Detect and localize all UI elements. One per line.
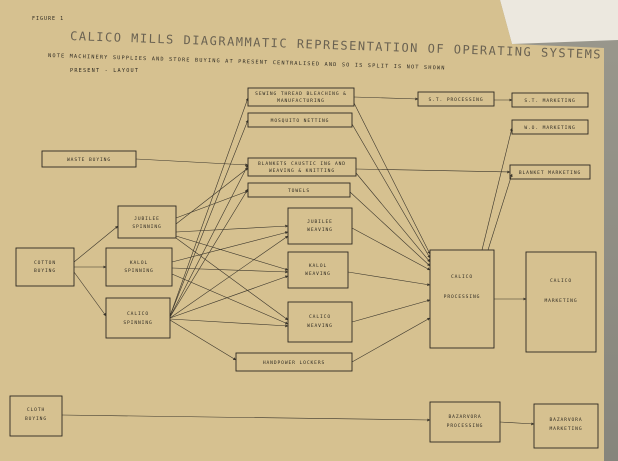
svg-text:PROCESSING: PROCESSING <box>447 423 484 429</box>
svg-text:JUBILEE: JUBILEE <box>307 219 333 225</box>
svg-text:BUYING: BUYING <box>34 268 56 274</box>
svg-text:SPINNING: SPINNING <box>132 224 161 230</box>
node-calico-spinning: CALICO SPINNING <box>105 297 171 339</box>
svg-text:MARKETING: MARKETING <box>550 426 583 432</box>
svg-text:BAZARVORA: BAZARVORA <box>449 414 482 420</box>
node-waste-buying: WASTE BUYING <box>41 150 137 168</box>
svg-text:HANDPOWER LOCKERS: HANDPOWER LOCKERS <box>263 360 325 366</box>
node-st-marketing: S.T. MARKETING <box>511 92 589 108</box>
node-calico-marketing: CALICO MARKETING <box>525 251 597 353</box>
figure-number: FIGURE 1 <box>32 16 64 22</box>
svg-text:BLANKETS CAUSTIC ING AND: BLANKETS CAUSTIC ING AND <box>258 161 346 167</box>
svg-text:WEAVING: WEAVING <box>305 271 331 277</box>
node-handpower-lockers: HANDPOWER LOCKERS <box>235 352 353 372</box>
node-sewing-thread: SEWING THREAD BLEACHING & MANUFACTURING <box>247 87 355 107</box>
svg-text:S.T. PROCESSING: S.T. PROCESSING <box>429 97 484 103</box>
node-jubilee-spinning: JUBILEE SPINNING <box>117 205 177 239</box>
svg-text:CALICO: CALICO <box>309 314 331 320</box>
svg-text:WASTE BUYING: WASTE BUYING <box>67 157 111 163</box>
node-cotton-buying: COTTON BUYING <box>15 247 75 287</box>
svg-text:W.O. MARKETING: W.O. MARKETING <box>524 125 575 131</box>
svg-text:CLOTH: CLOTH <box>27 407 45 413</box>
node-mosquito-netting: MOSQUITO NETTING <box>247 112 353 128</box>
node-cloth-buying: CLOTH BUYING <box>9 395 63 437</box>
svg-text:MOSQUITO NETTING: MOSQUITO NETTING <box>271 118 330 124</box>
node-bazaar-marketing: BAZARVORA MARKETING <box>533 403 599 449</box>
svg-text:CALICO: CALICO <box>451 274 473 280</box>
svg-text:MANUFACTURING: MANUFACTURING <box>277 98 325 104</box>
svg-text:KALOL: KALOL <box>309 263 327 269</box>
node-wo-marketing: W.O. MARKETING <box>511 119 589 135</box>
svg-text:BLANKET MARKETING: BLANKET MARKETING <box>519 170 581 176</box>
connector-lines <box>61 96 535 426</box>
background-page <box>500 0 618 44</box>
svg-text:JUBILEE: JUBILEE <box>134 216 160 222</box>
svg-text:SPINNING: SPINNING <box>124 268 153 274</box>
svg-text:S.T. MARKETING: S.T. MARKETING <box>524 98 575 104</box>
diagram-subtitle: PRESENT - LAYOUT <box>70 68 139 74</box>
svg-text:SPINNING: SPINNING <box>123 320 152 326</box>
node-jubilee-weaving: JUBILEE WEAVING <box>287 207 353 245</box>
svg-text:WEAVING: WEAVING <box>307 323 333 329</box>
svg-text:SEWING THREAD BLEACHING &: SEWING THREAD BLEACHING & <box>255 91 347 97</box>
node-blanket-mfg: BLANKETS CAUSTIC ING AND WEAVING & KNITT… <box>247 157 357 177</box>
svg-text:BAZARVORA: BAZARVORA <box>550 417 583 423</box>
svg-text:BUYING: BUYING <box>25 416 47 422</box>
paper-sheet-shape <box>0 0 604 461</box>
node-kalol-spinning: KALOL SPINNING <box>105 247 173 287</box>
nodes: SEWING THREAD BLEACHING & MANUFACTURING … <box>9 87 599 449</box>
node-st-processing: S.T. PROCESSING <box>417 91 495 107</box>
svg-text:WEAVING: WEAVING <box>307 227 333 233</box>
node-bazaar-processing: BAZARVORA PROCESSING <box>429 401 501 443</box>
svg-text:TOWELS: TOWELS <box>288 188 310 194</box>
node-calico-weaving: CALICO WEAVING <box>287 301 353 343</box>
node-calico-processing: CALICO PROCESSING <box>429 249 495 349</box>
svg-text:WEAVING & KNITTING: WEAVING & KNITTING <box>269 168 335 174</box>
svg-text:CALICO: CALICO <box>127 311 149 317</box>
svg-text:MARKETING: MARKETING <box>545 298 578 304</box>
node-kalol-weaving: KALOL WEAVING <box>287 251 349 289</box>
svg-text:KALOL: KALOL <box>130 260 148 266</box>
node-towels: TOWELS <box>247 182 351 198</box>
svg-text:PROCESSING: PROCESSING <box>444 294 481 300</box>
svg-text:CALICO: CALICO <box>550 278 572 284</box>
svg-text:COTTON: COTTON <box>34 260 56 266</box>
node-blanket-marketing: BLANKET MARKETING <box>509 164 591 180</box>
